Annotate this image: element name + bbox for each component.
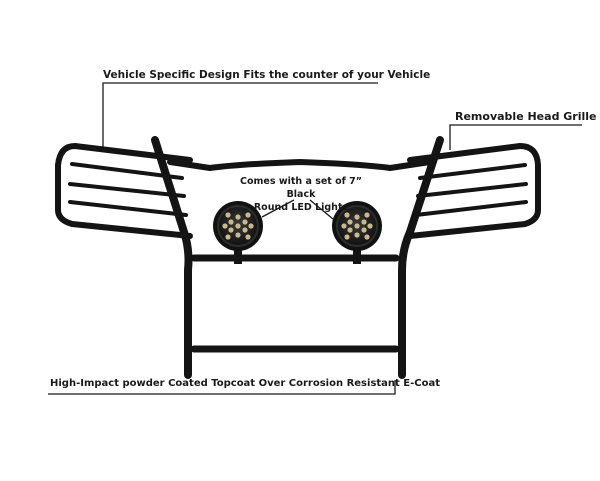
grille-leader-line: [449, 124, 582, 150]
right-wing-bar-3: [414, 200, 528, 217]
right-wing-bar-1: [418, 163, 527, 180]
lights-callout: Comes with a set of 7” Black Round LED L…: [228, 175, 374, 214]
coating-callout: High-Impact powder Coated Topcoat Over C…: [50, 378, 441, 389]
lights-callout-line-1: Comes with a set of 7” Black: [240, 176, 362, 200]
design-leader-line: [102, 82, 378, 148]
left-wing-bar-2: [68, 182, 186, 198]
lights-leader-left: [261, 199, 295, 218]
guard-frame: [55, 136, 541, 379]
left-wing-bar-3: [68, 200, 188, 217]
right-wing-hoop: [407, 143, 541, 239]
grille-callout: Removable Head Grille: [455, 110, 597, 123]
design-callout: Vehicle Specific Design Fits the counter…: [103, 69, 431, 81]
coating-leader-line: [48, 380, 396, 395]
left-upright: [151, 136, 193, 379]
top-crossbar: [167, 159, 433, 171]
leader-lines: [48, 82, 582, 395]
right-wing-bar-2: [416, 182, 528, 198]
right-upright: [398, 136, 444, 379]
lights-callout-line-2: Round LED Lights: [253, 202, 349, 213]
round-led-light-right: [332, 201, 382, 264]
left-wing-hoop: [55, 143, 193, 239]
round-led-light-left: [213, 201, 263, 264]
lights-leader-right: [309, 199, 334, 220]
